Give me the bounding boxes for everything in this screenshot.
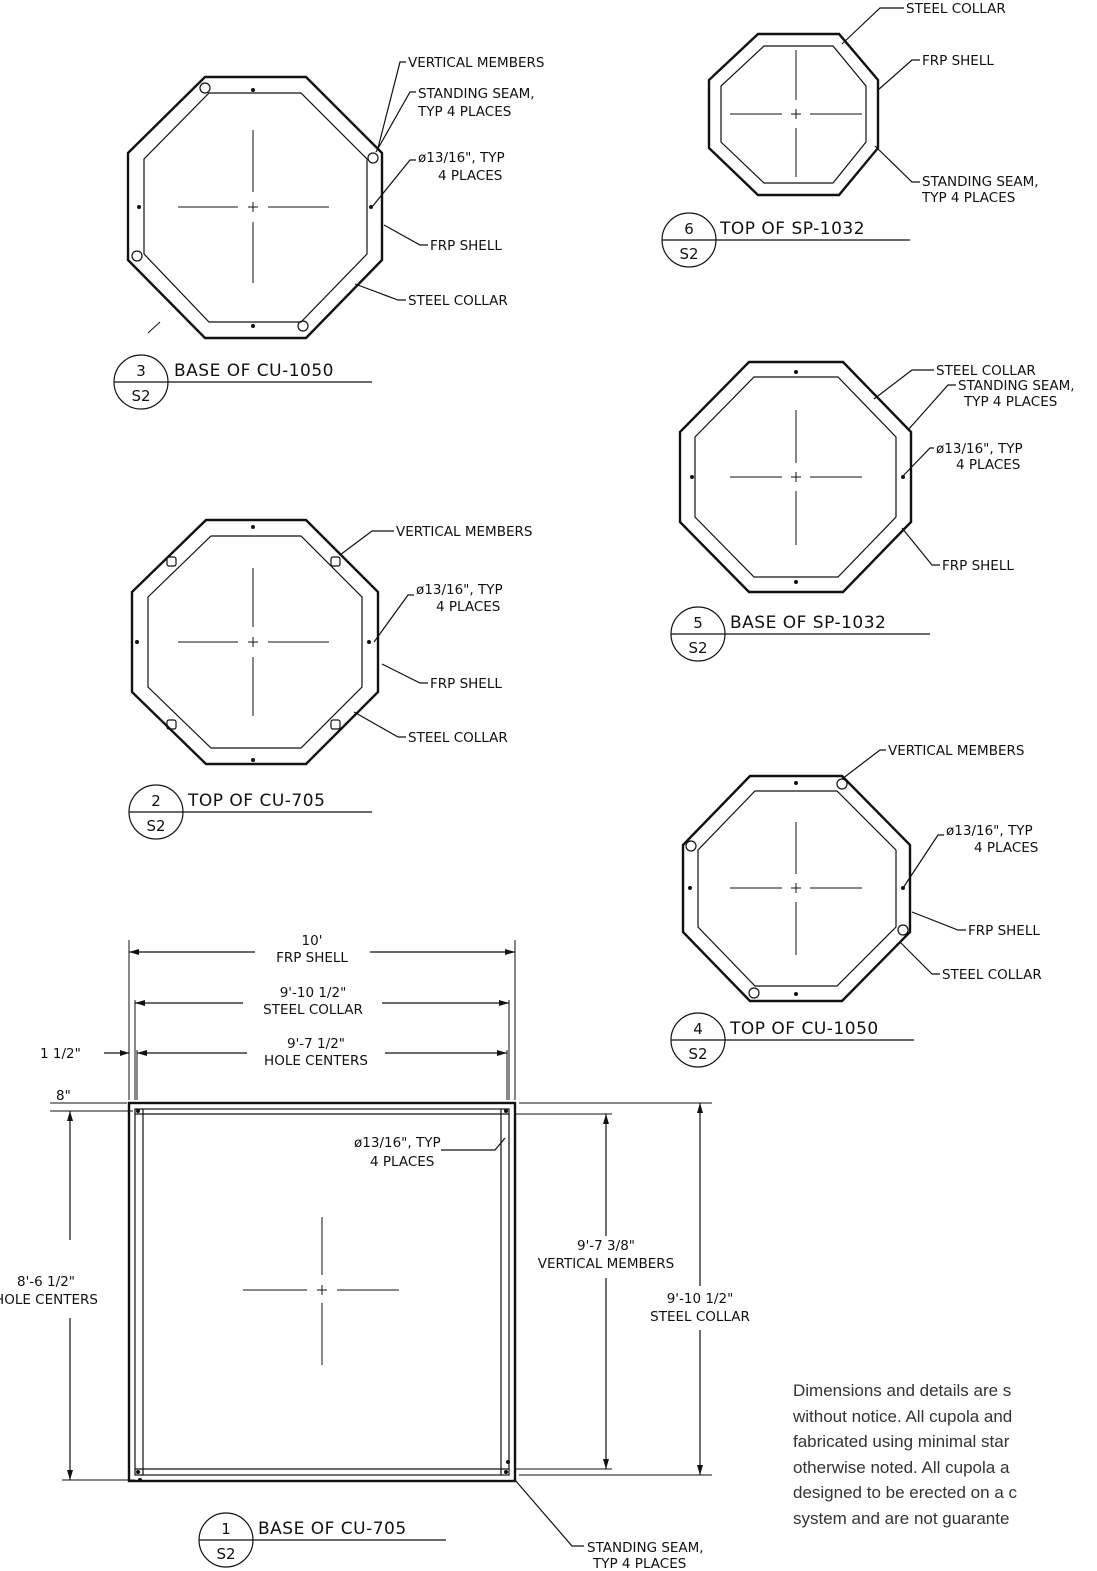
label-hole-dia: ø13/16", TYP [354,1135,441,1151]
note-line: Dimensions and details are s [793,1381,1012,1400]
detail-title: BASE OF CU-1050 [174,361,334,381]
detail-4: VERTICAL MEMBERS ø13/16", TYP 4 PLACES F… [670,743,1042,1068]
dim-hole-centers-side-label: HOLE CENTERS [0,1292,98,1308]
detail-6: STEEL COLLAR FRP SHELL STANDING SEAM, TY… [661,1,1039,268]
label-typ-4-places: TYP 4 PLACES [963,394,1057,410]
label-frp-shell: FRP SHELL [968,923,1040,939]
detail-title: BASE OF CU-705 [258,1519,407,1539]
label-4-places: 4 PLACES [438,168,502,184]
svg-text:5: 5 [693,614,703,632]
label-4-places: 4 PLACES [436,599,500,615]
detail-5: STEEL COLLAR STANDING SEAM, TYP 4 PLACES… [670,360,1075,662]
label-vertical-members: VERTICAL MEMBERS [408,55,544,71]
frp-shell-outline [126,75,384,340]
label-frp-shell: FRP SHELL [430,676,502,692]
steel-collar-outline [147,535,363,749]
dim-vertical-members-label: VERTICAL MEMBERS [538,1256,674,1272]
svg-text:1: 1 [221,1520,231,1538]
label-standing-seam: STANDING SEAM, [958,378,1075,394]
svg-text:S2: S2 [131,387,150,405]
dim-steel-collar-value: 9'-10 1/2" [280,985,347,1001]
dim-eight: 8" [56,1088,71,1104]
detail-title: BASE OF SP-1032 [730,613,886,633]
steel-collar-outline [720,45,867,184]
svg-text:6: 6 [684,220,694,238]
frp-shell-outline [681,774,912,1003]
svg-text:S2: S2 [146,817,165,835]
svg-text:S2: S2 [679,245,698,263]
steel-collar-outline [134,1108,510,1476]
note-line: designed to be erected on a c [793,1483,1017,1502]
label-4-places: 4 PLACES [956,457,1020,473]
label-standing-seam: STANDING SEAM, [922,174,1039,190]
detail-2: VERTICAL MEMBERS ø13/16", TYP 4 PLACES F… [128,518,532,840]
label-vertical-members: VERTICAL MEMBERS [396,524,532,540]
label-hole-dia: ø13/16", TYP [946,823,1033,839]
label-hole-dia: ø13/16", TYP [416,582,503,598]
steel-collar-outline [697,790,897,987]
dim-steel-collar-side-label: STEEL COLLAR [650,1309,750,1325]
label-typ-4-places: TYP 4 PLACES [592,1556,686,1571]
dim-steel-collar-label: STEEL COLLAR [263,1002,363,1018]
label-frp-shell: FRP SHELL [430,238,502,254]
label-vertical-members: VERTICAL MEMBERS [888,743,1024,759]
label-steel-collar: STEEL COLLAR [408,293,508,309]
label-steel-collar: STEEL COLLAR [936,363,1036,379]
label-frp-shell: FRP SHELL [922,53,994,69]
svg-text:3: 3 [136,362,146,380]
dim-frp-shell-value: 10' [302,933,323,949]
svg-text:S2: S2 [688,639,707,657]
dim-hole-centers-side-value: 8'-6 1/2" [17,1274,75,1290]
dim-frp-shell-label: FRP SHELL [276,950,348,966]
detail-title: TOP OF SP-1032 [719,219,865,239]
note-line: otherwise noted. All cupola a [793,1457,1010,1477]
detail-title: TOP OF CU-1050 [729,1019,879,1039]
svg-text:2: 2 [151,792,161,810]
label-standing-seam: STANDING SEAM, [418,86,535,102]
steel-collar-outline [694,376,897,578]
label-steel-collar: STEEL COLLAR [942,967,1042,983]
svg-text:S2: S2 [216,1545,235,1563]
dim-hole-centers-value: 9'-7 1/2" [287,1036,345,1052]
label-typ-4-places: TYP 4 PLACES [921,190,1015,206]
label-steel-collar: STEEL COLLAR [408,730,508,746]
note-line: without notice. All cupola and [793,1406,1013,1426]
label-typ-4-places: TYP 4 PLACES [417,104,511,120]
frp-shell-outline [130,518,380,766]
label-hole-dia: ø13/16", TYP [936,441,1023,457]
label-standing-seam: STANDING SEAM, [587,1540,704,1556]
note-line: system and are not guarante [793,1508,1010,1528]
frp-shell-outline [678,360,913,594]
svg-text:S2: S2 [688,1045,707,1063]
frp-shell-outline [127,1101,517,1483]
dim-vertical-members-value: 9'-7 3/8" [577,1238,635,1254]
label-4-places: 4 PLACES [370,1154,434,1170]
label-steel-collar: STEEL COLLAR [906,1,1006,17]
detail-title: TOP OF CU-705 [187,791,325,811]
svg-text:4: 4 [693,1020,703,1038]
note-line: fabricated using minimal star [793,1432,1010,1451]
dim-offset: 1 1/2" [40,1046,81,1062]
label-4-places: 4 PLACES [974,840,1038,856]
frp-shell-outline [707,32,880,197]
dim-hole-centers-label: HOLE CENTERS [264,1053,368,1069]
label-hole-dia: ø13/16", TYP [418,150,505,166]
general-notes: Dimensions and details are s without not… [793,1378,1097,1531]
detail-3: VERTICAL MEMBERS STANDING SEAM, TYP 4 PL… [113,55,544,410]
dim-steel-collar-side-value: 9'-10 1/2" [667,1291,734,1307]
detail-1: 10' FRP SHELL 9'-10 1/2" STEEL COLLAR 9'… [0,933,750,1571]
label-frp-shell: FRP SHELL [942,558,1014,574]
